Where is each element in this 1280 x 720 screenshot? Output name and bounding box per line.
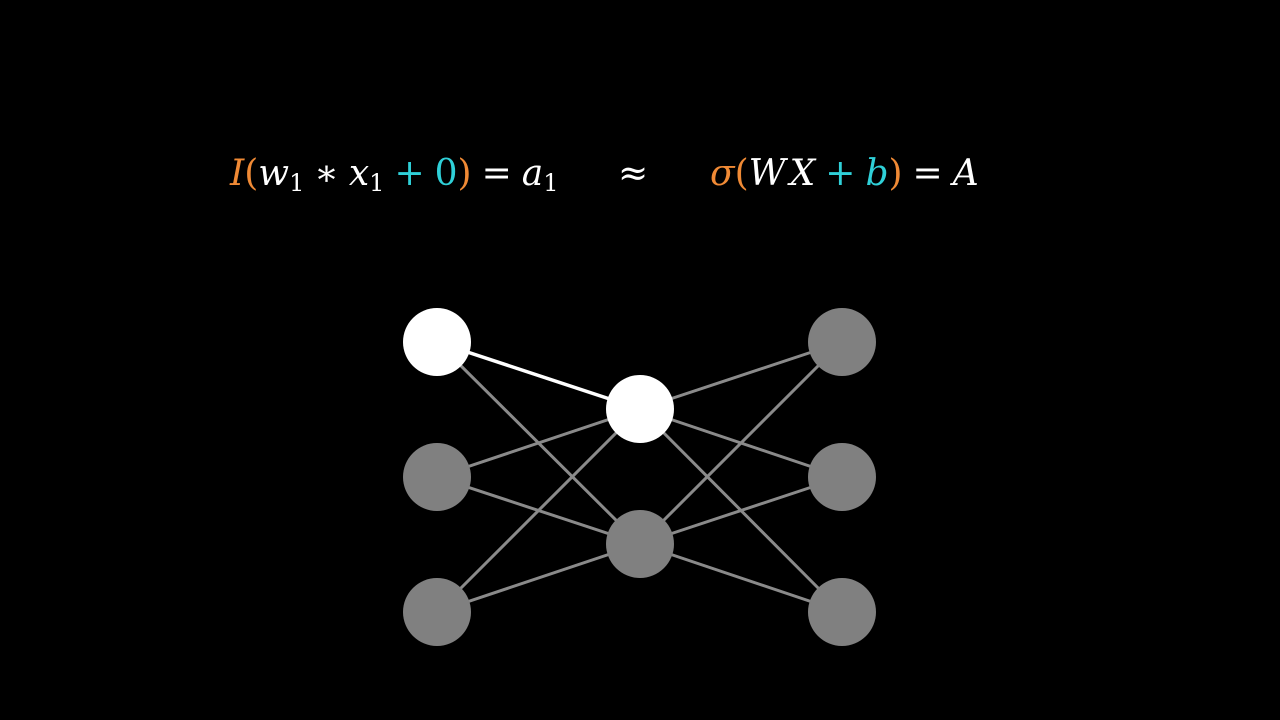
edge-h2-o2 xyxy=(639,475,843,546)
network-nodes xyxy=(403,308,876,646)
close-paren: ) xyxy=(888,153,903,194)
edge-h2-o3 xyxy=(639,542,843,614)
input-matrix-symbol: X xyxy=(789,153,816,194)
input-subscript: 1 xyxy=(369,169,385,197)
edge-i3-h2 xyxy=(436,542,641,614)
edge-h1-o1 xyxy=(639,340,843,411)
node-o2 xyxy=(808,443,876,511)
identity-function: I xyxy=(230,153,245,194)
activation-symbol: a xyxy=(521,153,544,194)
node-o3 xyxy=(808,578,876,646)
close-paren: ) xyxy=(457,153,472,194)
open-paren: ( xyxy=(734,153,749,194)
weight-matrix-symbol: W xyxy=(748,153,786,194)
activation-matrix-symbol: A xyxy=(952,153,979,194)
edge-i1-h1 xyxy=(436,340,641,411)
node-h2 xyxy=(606,510,674,578)
multiply-operator: ∗ xyxy=(314,153,339,194)
bias-zero: 0 xyxy=(434,153,458,194)
node-i3 xyxy=(403,578,471,646)
equation-single-neuron: I(w1∗x1+0)=a1 xyxy=(230,153,559,196)
node-o1 xyxy=(808,308,876,376)
node-i2 xyxy=(403,443,471,511)
equals-sign: = xyxy=(481,153,512,194)
edge-i2-h1 xyxy=(436,407,641,479)
approx-symbol: ≈ xyxy=(618,153,649,194)
plus-operator: + xyxy=(825,153,856,194)
node-i1 xyxy=(403,308,471,376)
sigma-function: σ xyxy=(710,153,735,194)
network-edges xyxy=(435,340,844,614)
edge-h2-o1 xyxy=(638,340,844,546)
edge-i3-h1 xyxy=(435,407,642,614)
input-symbol: x xyxy=(348,153,370,194)
equals-sign: = xyxy=(912,153,943,194)
weight-subscript: 1 xyxy=(289,169,305,197)
plus-operator: + xyxy=(394,153,425,194)
activation-subscript: 1 xyxy=(543,169,559,197)
open-paren: ( xyxy=(244,153,259,194)
node-h1 xyxy=(606,375,674,443)
weight-symbol: w xyxy=(258,153,290,194)
bias-symbol: b xyxy=(865,153,889,194)
